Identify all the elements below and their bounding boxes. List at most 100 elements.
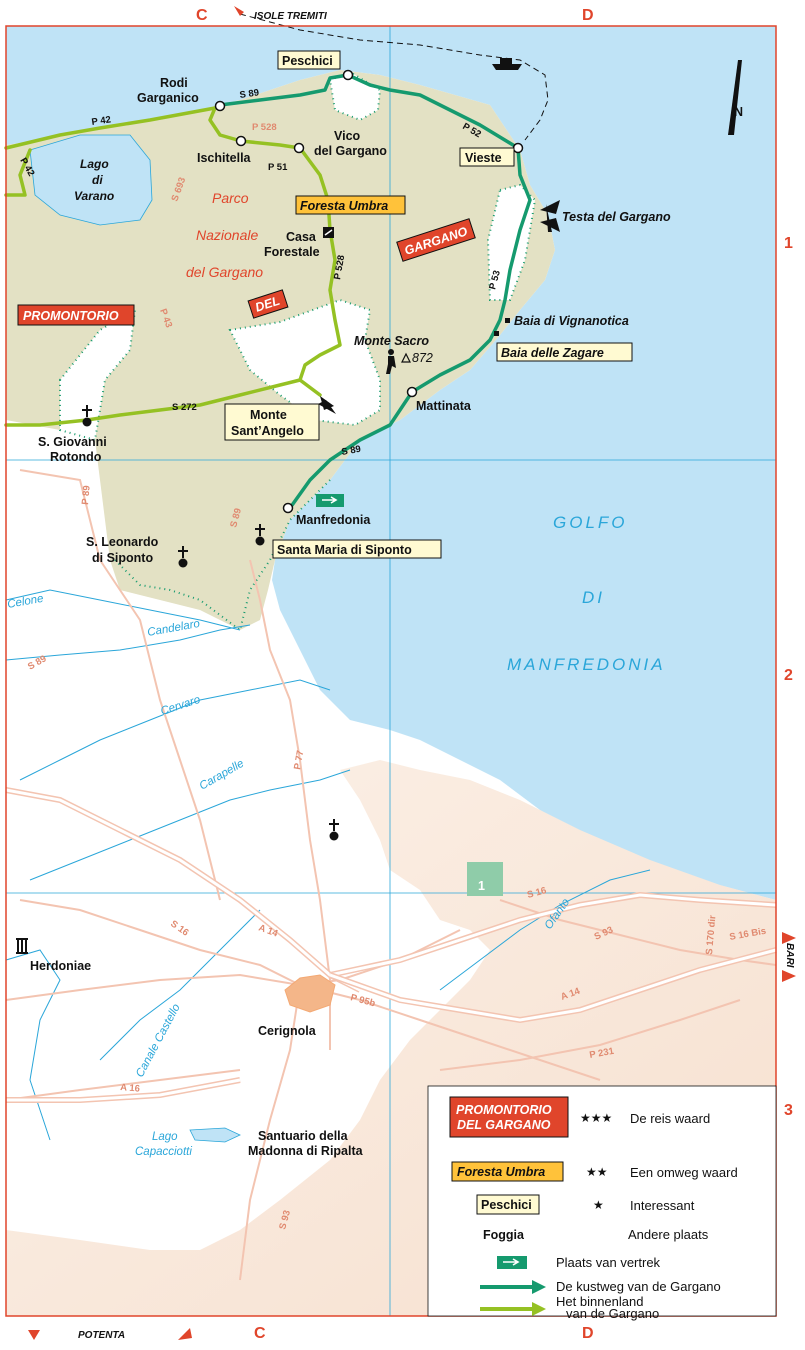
legend-row-coast: De kustweg van de Gargano: [480, 1279, 721, 1294]
hiker-icon: [386, 349, 396, 374]
label-vico-1: Vico: [334, 129, 361, 143]
svg-text:Peschici: Peschici: [282, 54, 333, 68]
label-herdoniae: Herdoniae: [30, 959, 91, 973]
grid-row-2: 2: [784, 667, 793, 684]
svg-text:Het binnenland: Het binnenland: [556, 1294, 643, 1309]
road-p89: P 89: [80, 485, 93, 505]
road-s93b: S 93: [277, 1209, 293, 1231]
label-peschici-box: Peschici: [277, 50, 341, 70]
svg-text:N: N: [734, 105, 743, 119]
svg-text:Monte: Monte: [250, 408, 287, 422]
label-santa-maria-box: Santa Maria di Siponto: [272, 539, 442, 559]
park-clearing-2: [228, 298, 381, 427]
label-casa-2: Forestale: [264, 245, 320, 259]
label-cerignola: Cerignola: [258, 1024, 317, 1038]
label-baia-zagare-box: Baia delle Zagare: [496, 342, 633, 362]
svg-text:PROMONTORIO: PROMONTORIO: [23, 309, 119, 323]
legend-row-3: Peschici ★ Interessant: [476, 1194, 695, 1215]
label-ischitella: Ischitella: [197, 151, 252, 165]
svg-text:Interessant: Interessant: [630, 1198, 695, 1213]
svg-text:Santa Maria di Siponto: Santa Maria di Siponto: [277, 543, 412, 557]
label-casa-1: Casa: [286, 230, 317, 244]
legend-row-1: PROMONTORIO DEL GARGANO ★★★ De reis waar…: [449, 1096, 710, 1138]
label-sant-angelo-box: Monte Sant’Angelo: [224, 403, 320, 441]
park-label-2: Nazionale: [196, 227, 258, 243]
legend-row-start: Plaats van vertrek: [497, 1255, 661, 1270]
arrow-tremiti-icon: [234, 6, 244, 16]
lake-varano-label-3: Varano: [74, 189, 114, 203]
lighthouse-icon: [540, 200, 560, 232]
arrow-potenta-2-icon: [178, 1328, 192, 1340]
svg-text:Vieste: Vieste: [465, 151, 502, 165]
lake-varano-label-2: di: [92, 173, 103, 187]
svg-text:Foggia: Foggia: [483, 1228, 525, 1242]
label-giovanni-1: S. Giovanni: [38, 435, 107, 449]
park-label-1: Parco: [212, 190, 249, 206]
label-vieste-box: Vieste: [459, 147, 515, 167]
svg-text:Sant’Angelo: Sant’Angelo: [231, 424, 304, 438]
label-rodi-1: Rodi: [160, 76, 188, 90]
summit-triangle-icon: [401, 352, 411, 363]
ferry-icon: [492, 58, 522, 70]
road-s89b: S 89: [341, 444, 362, 458]
road-p528b: P 528: [332, 254, 347, 280]
road-s272: S 272: [172, 402, 197, 413]
svg-text:De reis waard: De reis waard: [630, 1111, 710, 1126]
park-label-3: del Gargano: [186, 264, 263, 280]
sea-label-2: DI: [582, 588, 605, 607]
ferry-line: [239, 13, 549, 141]
grid-col-d-bottom: D: [582, 1325, 594, 1342]
map-frame: [5, 25, 777, 1317]
edge-label-potenta: POTENTA: [78, 1330, 125, 1341]
lake-varano-label-1: Lago: [80, 157, 109, 171]
legend-row-2: Foresta Umbra ★★ Een omweg waard: [451, 1161, 738, 1182]
svg-text:★★★: ★★★: [580, 1111, 612, 1125]
sea-label-3: MANFREDONIA: [507, 655, 666, 674]
label-monte-sacro: Monte Sacro: [354, 334, 429, 348]
svg-text:DEL GARGANO: DEL GARGANO: [457, 1118, 551, 1132]
forest-house-icon: [323, 227, 334, 238]
svg-text:Andere plaats: Andere plaats: [628, 1227, 709, 1242]
grid-row-1: 1: [784, 235, 793, 252]
inland-route: [4, 106, 342, 427]
svg-text:★★: ★★: [586, 1165, 608, 1179]
label-rodi-2: Garganico: [137, 91, 199, 105]
label-testa: Testa del Gargano: [562, 210, 671, 224]
lake-varano: [29, 134, 153, 226]
road-p42a: P 42: [91, 114, 112, 128]
sea-area: [6, 26, 776, 900]
road-s16b: S 16: [526, 885, 548, 901]
road-p77: P 77: [292, 750, 306, 771]
svg-text:Baia delle Zagare: Baia delle Zagare: [501, 346, 604, 360]
road-a16: A 16: [120, 1082, 141, 1095]
departure-arrow-icon: [316, 494, 344, 507]
lake-capacciotti-label-1: Lago: [152, 1131, 178, 1143]
road-s89c: S 89: [228, 507, 244, 529]
motorways: [5, 787, 777, 1103]
legend: PROMONTORIO DEL GARGANO ★★★ De reis waar…: [427, 1085, 777, 1321]
label-vico-2: del Gargano: [314, 144, 387, 158]
label-foresta-box: Foresta Umbra: [295, 195, 406, 215]
svg-text:De kustweg van de Gargano: De kustweg van de Gargano: [556, 1279, 721, 1294]
park-boundary: [114, 479, 331, 632]
svg-text:Foresta Umbra: Foresta Umbra: [300, 199, 388, 213]
badge-promontorio: PROMONTORIO: [17, 304, 135, 326]
svg-text:Een omweg waard: Een omweg waard: [630, 1165, 738, 1180]
arrow-bari-icon: [782, 932, 796, 982]
label-santuario-2: Madonna di Ripalta: [248, 1144, 364, 1158]
road-p528a: P 528: [252, 122, 277, 133]
label-mattinata: Mattinata: [416, 399, 472, 413]
church-markers: [82, 405, 339, 841]
edge-label-bari: BARI: [784, 943, 795, 968]
grid-col-d-top: D: [582, 7, 594, 24]
label-monte-sacro-alt: 872: [412, 351, 433, 365]
badge-del: DEL: [247, 289, 289, 319]
label-manfredonia: Manfredonia: [296, 513, 371, 527]
grid-row-3: 3: [784, 1102, 793, 1119]
lake-capacciotti: [189, 1127, 241, 1143]
road-p231: P 231: [589, 1046, 616, 1061]
road-p51: P 51: [268, 162, 288, 173]
ruins-icon: [16, 938, 28, 954]
park-clearing-4: [486, 183, 537, 301]
coastal-route: [218, 73, 532, 510]
